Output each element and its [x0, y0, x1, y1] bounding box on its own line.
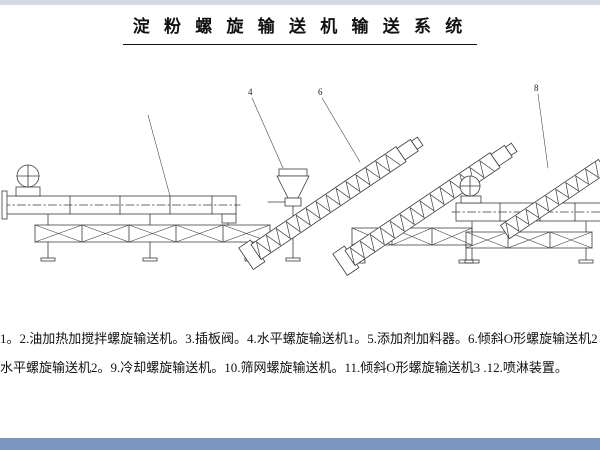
title-area: 淀 粉 螺 旋 输 送 机 输 送 系 统: [0, 12, 600, 45]
page-edge-bottom: [0, 438, 600, 450]
equipment-drawing: 4 6 8: [0, 70, 600, 370]
hopper-feeder: [267, 168, 310, 262]
callout-label-6: 6: [318, 87, 323, 97]
conveyor-system-diagram: 4 6 8: [1, 83, 600, 277]
page-edge-top: [0, 0, 600, 5]
page-title: 淀 粉 螺 旋 输 送 机 输 送 系 统: [122, 12, 478, 45]
callout-leader-lines: [147, 93, 549, 197]
inclined-conveyor-1: [238, 136, 424, 271]
slide-valve-icon: [284, 197, 302, 207]
callout-label-4: 4: [248, 87, 253, 97]
truss-support-right: [464, 221, 594, 264]
callout-label-8: 8: [534, 83, 539, 93]
inclined-conveyor-3: [499, 158, 600, 240]
horizontal-conveyor-left: [1, 164, 241, 224]
legend-line-2: 水平螺旋输送机2。9.冷却螺旋输送机。10.筛网螺旋输送机。11.倾斜O形螺旋输…: [0, 360, 568, 375]
legend-line-1: 1。2.油加热加搅拌螺旋输送机。3.插板阀。4.水平螺旋输送机1。5.添加剂加料…: [0, 331, 598, 346]
